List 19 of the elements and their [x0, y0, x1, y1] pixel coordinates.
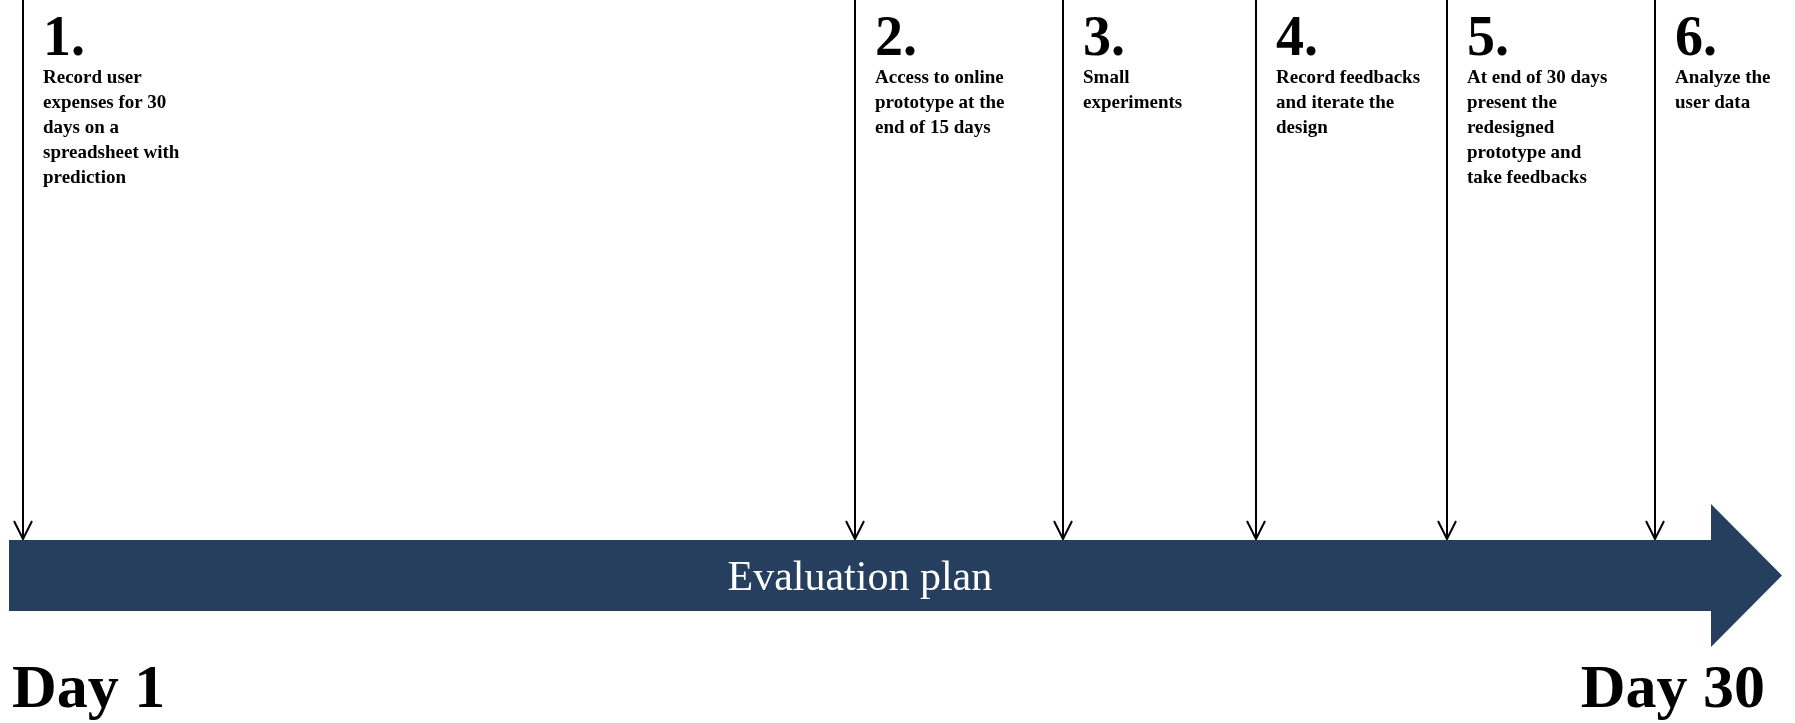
arrow — [1246, 0, 1266, 540]
timeline-title: Evaluation plan — [727, 551, 993, 601]
step-number: 5. — [1467, 8, 1510, 64]
step-number: 3. — [1083, 8, 1126, 64]
step-description: Small experiments — [1083, 65, 1184, 114]
step-description: Record feedbacks and iterate the design — [1276, 65, 1422, 139]
step-number: 1. — [43, 8, 86, 64]
step-description: Access to online prototype at the end of 15 days — [875, 65, 1005, 139]
step-description: Record user expenses for 30 days on a spreadsheet with prediction — [43, 65, 181, 189]
arrow — [13, 0, 33, 540]
step-description: At end of 30 days present the redesigned prototype and take feedbacks — [1467, 65, 1609, 189]
step-number: 2. — [875, 8, 918, 64]
arrow — [1053, 0, 1073, 540]
arrow — [1645, 0, 1665, 540]
arrow — [1437, 0, 1457, 540]
step-number: 6. — [1675, 8, 1718, 64]
step-description: Analyze the user data — [1675, 65, 1772, 114]
arrow — [845, 0, 865, 540]
step-number: 4. — [1276, 8, 1319, 64]
